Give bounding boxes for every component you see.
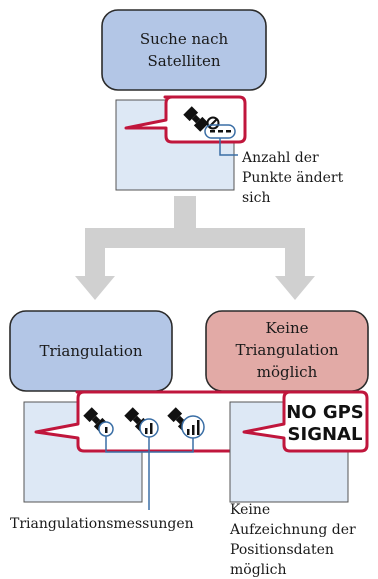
no-recording-line2: Aufzeichnung der [229,522,356,538]
no-recording-line3: Positionsdaten [230,542,334,558]
no-recording-line1: Keine [230,502,270,518]
no-recording-line4: möglich [230,562,286,578]
right-box-label-line3: möglich [257,363,318,381]
branch-arrows [75,196,315,300]
measurement-leaders [105,436,194,510]
no-gps-line1: NO GPS [286,402,364,423]
measurement-label: Triangulationsmessungen [10,516,194,532]
top-box [101,9,267,91]
right-callout [242,390,369,453]
right-box-label-line1: Keine [265,319,308,337]
signal-icon-1 [98,421,114,437]
points-leader-line [219,138,238,156]
right-box-label-line2: Triangulation [235,341,338,359]
points-note-line1: Anzahl der [241,150,319,166]
signal-icon-3 [181,415,205,439]
top-callout [124,95,247,144]
no-gps-line2: SIGNAL [288,424,363,445]
points-note-line2: Punkte ändert [242,170,344,186]
points-indicator-dashes [210,130,231,133]
points-note-line3: sich [242,190,271,206]
left-box-label: Triangulation [39,342,142,360]
signal-icon-2 [139,418,159,438]
top-box-label-line2: Satelliten [147,52,220,70]
top-box-label-line1: Suche nach [140,30,229,48]
